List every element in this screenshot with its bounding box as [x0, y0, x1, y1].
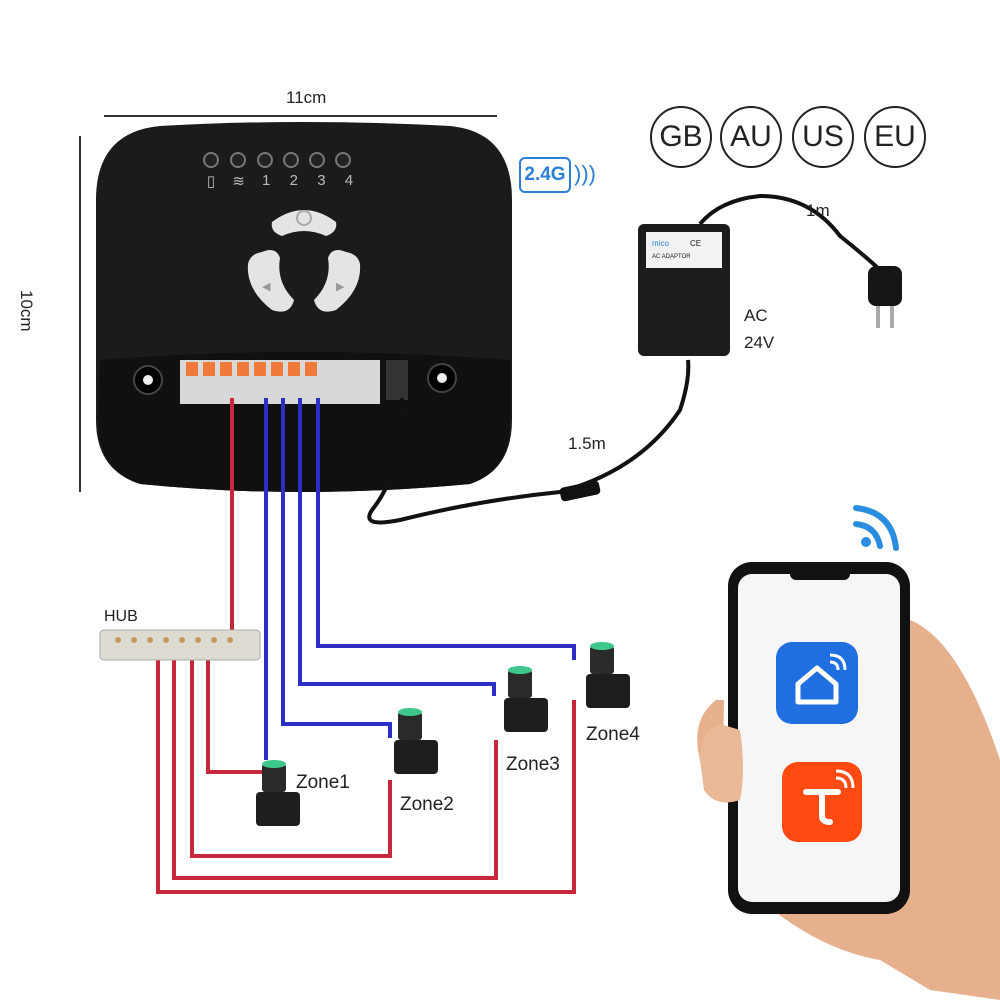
controller-device: ◀ ▶	[96, 122, 512, 492]
power-spec-voltage: 24V	[744, 333, 775, 352]
led-label-3: 3	[317, 172, 326, 189]
signal-icon: ≋	[232, 173, 245, 190]
zone1-label: Zone1	[296, 772, 350, 793]
plug-badge-us: US	[792, 106, 854, 168]
valve-zone3	[504, 666, 548, 732]
width-dimension-label: 11cm	[286, 88, 327, 107]
hub-terminal-block	[99, 629, 261, 661]
zone4-label: Zone4	[586, 724, 640, 745]
smart-home-icon[interactable]	[776, 642, 858, 724]
svg-text:mico: mico	[652, 239, 669, 248]
dc-cable-length: 1.5m	[568, 434, 606, 453]
hub-label: HUB	[104, 608, 138, 625]
svg-text:◀: ◀	[262, 281, 271, 293]
led-label-1: 1	[262, 172, 271, 189]
power-spec-ac: AC	[744, 306, 768, 325]
zone2-label: Zone2	[400, 794, 454, 815]
plug-badge-au: AU	[720, 106, 782, 168]
valve-zone2	[394, 708, 438, 774]
battery-icon: ▯	[206, 173, 216, 190]
led-label-2: 2	[289, 172, 298, 189]
tuya-icon[interactable]	[782, 762, 862, 842]
valve-zone1	[256, 760, 300, 826]
plug-cable-length: 1m	[806, 201, 830, 220]
wifi-icon	[853, 505, 899, 551]
wifi-icon: )))	[574, 161, 596, 186]
svg-text:▶: ▶	[336, 281, 345, 293]
svg-text:CE: CE	[690, 239, 701, 248]
wiring	[156, 398, 576, 894]
controller-led-labels: ▯ ≋ 1 2 3 4	[200, 172, 360, 190]
wireless-2-4g-badge: 2.4G	[519, 157, 571, 193]
led-label-4: 4	[344, 172, 354, 189]
svg-text:AC ADAPTOR: AC ADAPTOR	[652, 254, 691, 260]
plug-badge-eu: EU	[864, 106, 926, 168]
valve-zone4	[586, 642, 630, 708]
plug-badge-gb: GB	[650, 106, 712, 168]
zone3-label: Zone3	[506, 754, 560, 775]
power-adapter: mico CE AC ADAPTOR	[367, 193, 902, 525]
